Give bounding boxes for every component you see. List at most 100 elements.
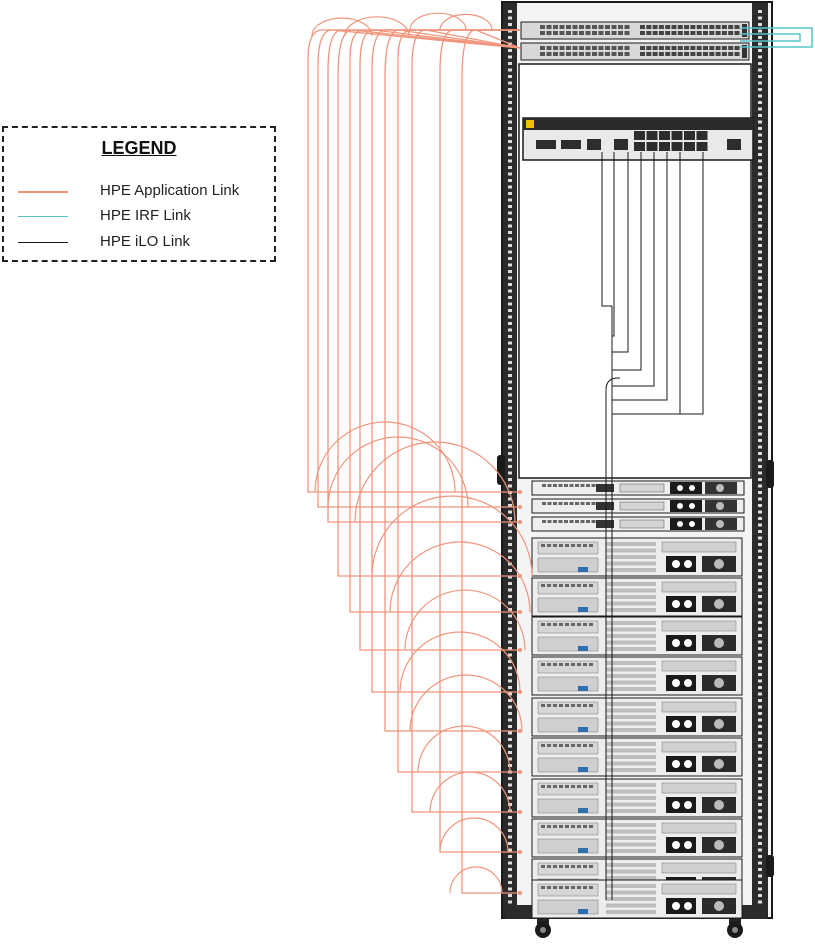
server-io-panel (538, 839, 598, 853)
port (547, 704, 551, 707)
rack-hole (758, 205, 762, 208)
server-drive-bay (538, 742, 598, 754)
port (577, 663, 581, 666)
rack-hole (758, 329, 762, 332)
rack-hole (508, 836, 512, 839)
psu-fan (689, 503, 695, 509)
port (589, 886, 593, 889)
port (735, 25, 740, 29)
server-slot (662, 884, 736, 894)
rack-hole (508, 127, 512, 130)
psu-fan (684, 560, 692, 568)
port (586, 25, 591, 29)
rack-hole (508, 348, 512, 351)
port (573, 31, 578, 35)
rack-hole (758, 108, 762, 111)
application-link-swatch (18, 191, 68, 193)
rack-hole (508, 316, 512, 319)
rack-hole (758, 719, 762, 722)
server-slot (662, 823, 736, 833)
rack-hole (508, 303, 512, 306)
port (586, 502, 590, 505)
rack-hole (758, 127, 762, 130)
port (599, 25, 604, 29)
port (553, 52, 558, 56)
port (606, 755, 656, 759)
rack-hole (758, 491, 762, 494)
psu-fan (714, 759, 724, 769)
rack-hole (758, 621, 762, 624)
rack-hole (758, 381, 762, 384)
rack-hole (758, 400, 762, 403)
rack-hole (758, 816, 762, 819)
rack-hole (758, 420, 762, 423)
rack-hole (758, 673, 762, 676)
port (599, 52, 604, 56)
rack-hole (758, 712, 762, 715)
rack-hole (758, 277, 762, 280)
port (709, 52, 714, 56)
rack-hole (508, 465, 512, 468)
port (586, 46, 591, 50)
rack-hole (758, 576, 762, 579)
port (625, 25, 630, 29)
rack-hole (758, 192, 762, 195)
port (559, 544, 563, 547)
server-slot (662, 621, 736, 631)
application-links (308, 13, 532, 895)
rack-hole (508, 712, 512, 715)
application-link-end (518, 490, 522, 494)
rack-hole (758, 875, 762, 878)
rack-hole (758, 550, 762, 553)
rack-hole (508, 17, 512, 20)
port (586, 31, 591, 35)
port (583, 544, 587, 547)
rack-hole (508, 868, 512, 871)
psu-fan (716, 484, 724, 492)
rack-hole (758, 530, 762, 533)
application-link-end (518, 520, 522, 524)
switch-ear (742, 24, 747, 37)
rack-hole (758, 894, 762, 897)
port (697, 46, 702, 50)
port (646, 46, 651, 50)
application-link-end (518, 770, 522, 774)
port (618, 31, 623, 35)
server-1u (532, 499, 744, 513)
rack-caster-hub (732, 927, 738, 933)
port (583, 785, 587, 788)
port (722, 52, 727, 56)
legend-item-irf: HPE IRF Link (18, 207, 268, 227)
rack-hole (508, 751, 512, 754)
port (581, 520, 585, 523)
psu-fan (672, 720, 680, 728)
psu-fan (684, 760, 692, 768)
port (541, 704, 545, 707)
legend-item-application: HPE Application Link (18, 182, 268, 202)
port (559, 704, 563, 707)
rack-hole (508, 413, 512, 416)
rack-hole (758, 17, 762, 20)
port (553, 785, 557, 788)
port (606, 542, 656, 546)
rack-hole (758, 504, 762, 507)
rack-hole (758, 296, 762, 299)
port (728, 46, 733, 50)
rack-hole (758, 628, 762, 631)
port (606, 796, 656, 800)
port (647, 131, 658, 140)
rack-hole (508, 667, 512, 670)
rack-hole (758, 290, 762, 293)
port (592, 520, 596, 523)
port (547, 623, 551, 626)
port (565, 544, 569, 547)
port (571, 785, 575, 788)
server-io (596, 520, 614, 528)
port (606, 762, 656, 766)
rack-hole (758, 446, 762, 449)
port (659, 142, 670, 151)
rack-hole (508, 95, 512, 98)
port (541, 865, 545, 868)
psu-fan (672, 801, 680, 809)
rack-hole (508, 407, 512, 410)
